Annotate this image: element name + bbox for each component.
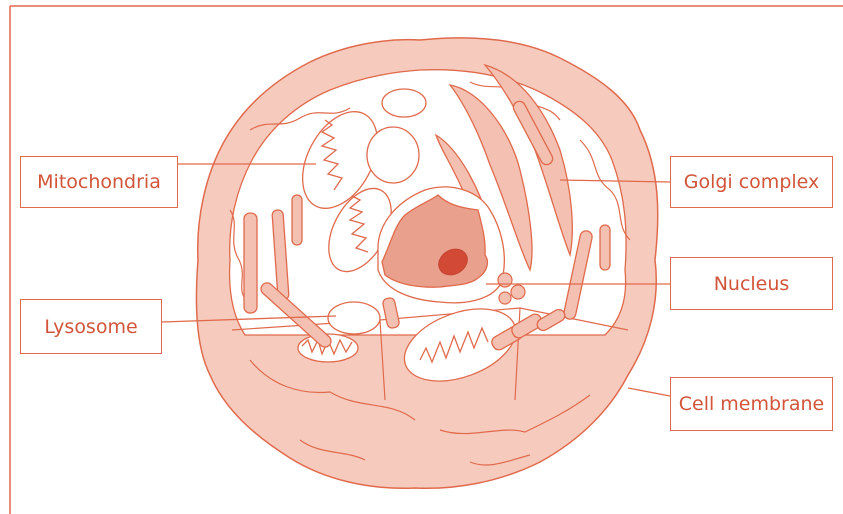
label-golgi-complex: Golgi complex <box>670 156 833 208</box>
label-mitochondria: Mitochondria <box>20 156 178 208</box>
label-nucleus: Nucleus <box>670 257 833 310</box>
label-cell-membrane: Cell membrane <box>670 377 833 431</box>
label-lysosome: Lysosome <box>20 299 162 354</box>
